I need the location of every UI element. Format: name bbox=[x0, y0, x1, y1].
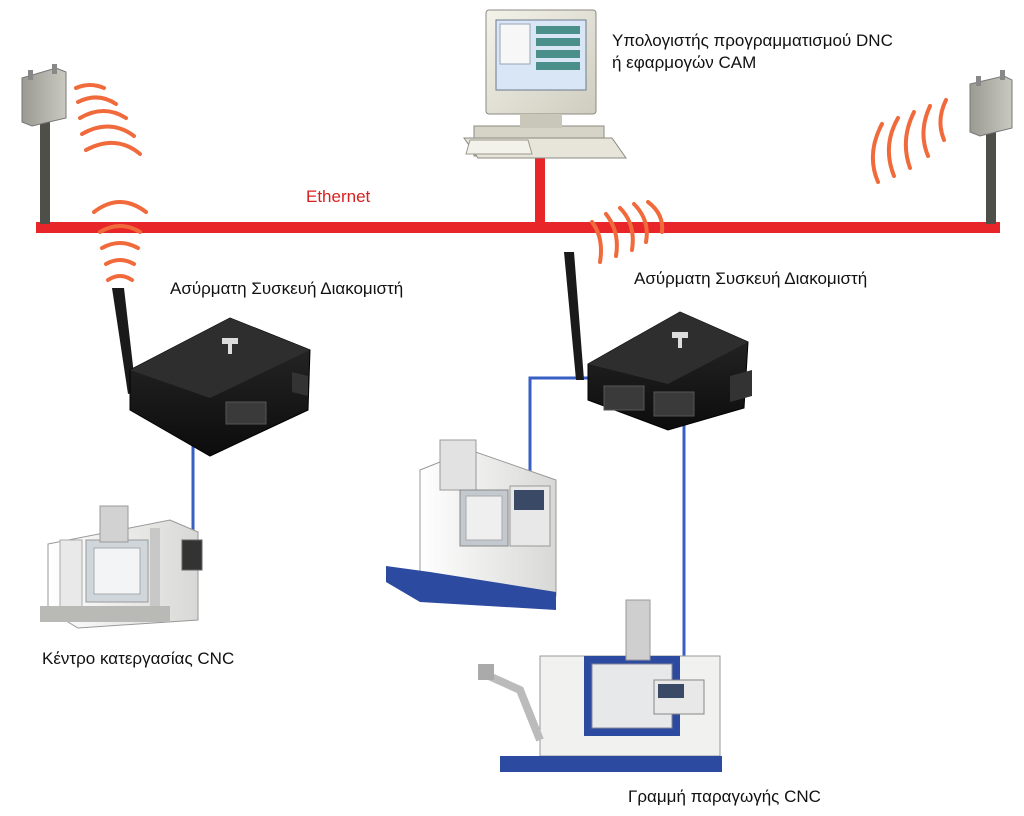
wireless-access-point-icon bbox=[969, 70, 1013, 224]
computer-label-line2: ή εφαρμογών CAM bbox=[612, 53, 757, 72]
wireless-device-server-icon bbox=[564, 252, 752, 431]
wireless-device-server-icon bbox=[112, 288, 311, 457]
cnc-machine-icon bbox=[478, 599, 722, 772]
cnc-center-label: Κέντρο κατεργασίας CNC bbox=[42, 649, 235, 668]
desktop-computer-icon bbox=[463, 9, 627, 159]
wireless-waves bbox=[74, 83, 948, 282]
ethernet-label: Ethernet bbox=[306, 187, 371, 206]
cnc-machine-icon bbox=[40, 505, 203, 629]
wireless-access-point-icon bbox=[21, 64, 67, 224]
cnc-machine-icon bbox=[386, 439, 557, 610]
computer-label-line1: Υπολογιστής προγραμματισμού DNC bbox=[612, 31, 893, 50]
cnc-line-label: Γραμμή παραγωγής CNC bbox=[628, 787, 821, 806]
ethernet-line bbox=[36, 156, 1000, 233]
wireless-server-left-label: Ασύρματη Συσκευή Διακομιστή bbox=[170, 279, 404, 298]
wireless-server-right-label: Ασύρματη Συσκευή Διακομιστή bbox=[634, 269, 868, 288]
